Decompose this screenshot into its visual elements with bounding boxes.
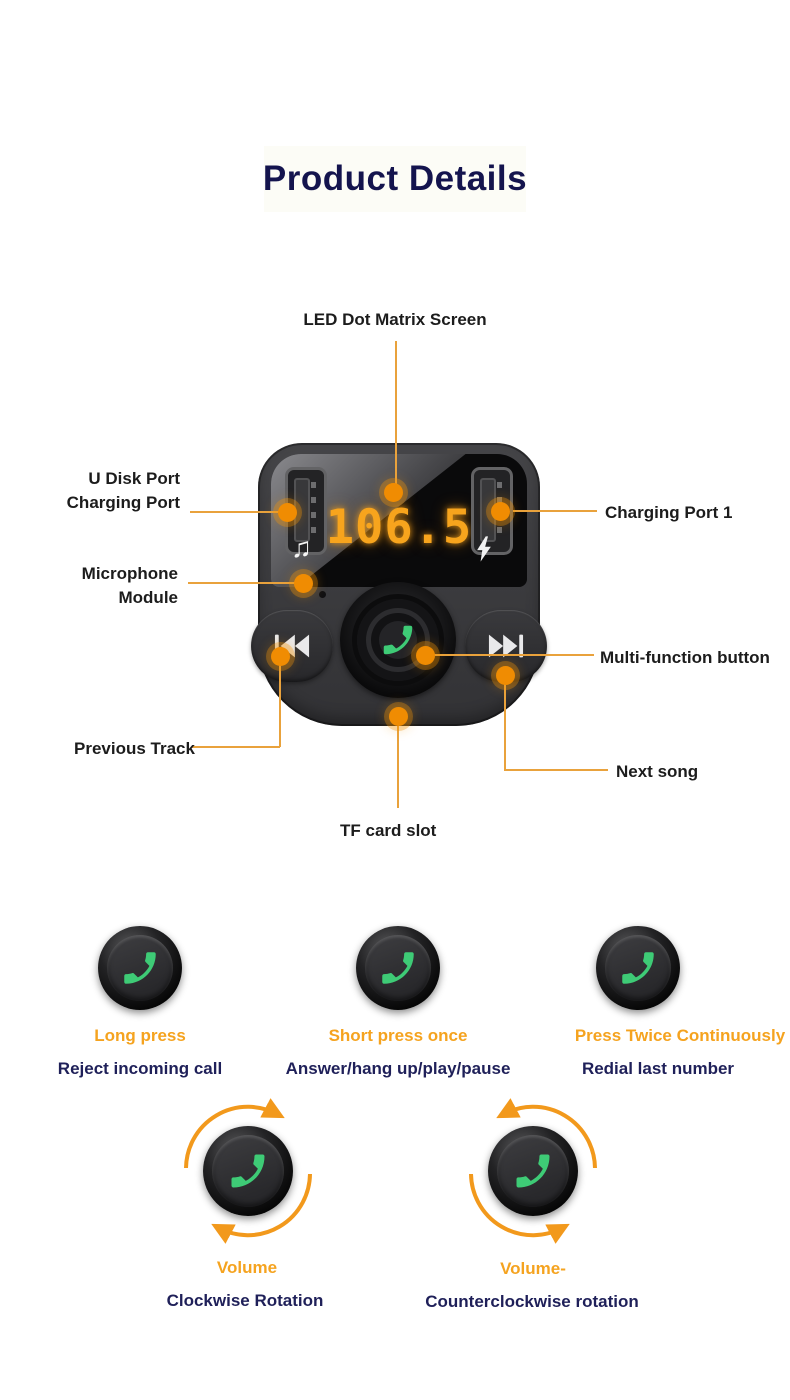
lightning-icon [477,536,491,562]
clockwise-arrows-icon [184,1098,312,1244]
callout-dot-led-screen [384,483,403,502]
guide-action-label: Long press [94,1026,186,1045]
callout-dot-previous-track [271,647,290,666]
phone-icon [382,952,414,984]
microphone-hole [319,591,326,598]
callout-line-led [395,341,397,492]
callout-label-next-song: Next song [616,762,699,781]
callout-dot-next-song [496,666,515,685]
guide-button-press-twice [596,926,680,1010]
callout-label-multi-function: Multi-function button [600,648,770,667]
multi-function-knob [340,582,456,698]
music-note-icon: ♫ [291,532,312,563]
callout-line-charging-port-1 [506,510,597,512]
next-track-icon [488,634,524,658]
guide-action-label: Press Twice Continuously [574,1026,786,1045]
guide-button-volume-up [203,1126,293,1216]
phone-icon [516,1154,550,1188]
callout-dot-tf-card [389,707,408,726]
callout-line-u-disk [190,511,280,513]
callout-line-microphone [188,582,296,584]
phone-icon [231,1154,265,1188]
guide-result-label: Counterclockwise rotation [425,1292,639,1311]
guide-result-label: Clockwise Rotation [166,1291,324,1310]
phone-icon [124,952,156,984]
guide-result-label: Redial last number [581,1059,735,1078]
callout-label-microphone: Microphone Module [81,564,178,607]
guide-button-short-press [356,926,440,1010]
callout-label-charging-port-1: Charging Port 1 [605,503,733,522]
guide-button-volume-down [488,1126,578,1216]
fm-transmitter-device: 106.5 ♫ [251,443,547,726]
callout-line-tf-card [397,726,399,808]
callout-label-previous-track: Previous Track [74,739,195,758]
guide-action-label: Volume [216,1258,278,1277]
guide-result-label: Answer/hang up/play/pause [285,1059,511,1078]
page-title: Product Details [262,159,528,198]
callout-dot-multi-function [416,646,435,665]
guide-action-label: Short press once [328,1026,468,1045]
guide-action-label: Volume- [500,1259,566,1278]
fm-frequency-display: 106.5 [325,500,473,555]
callout-label-u-disk: U Disk Port Charging Port [66,469,180,512]
callout-line-previous-track-v [279,663,281,747]
phone-icon [383,625,413,655]
callout-label-led: LED Dot Matrix Screen [303,310,487,329]
callout-line-next-song-h [504,769,608,771]
phone-icon [622,952,654,984]
previous-track-button [251,610,333,682]
guide-result-label: Reject incoming call [57,1059,223,1078]
callout-line-previous-track-h [192,746,280,748]
callout-line-multi-function [431,654,594,656]
callout-dot-charging-port-1 [491,502,510,521]
callout-dot-microphone [294,574,313,593]
title-background [264,146,526,212]
counterclockwise-arrows-icon [469,1098,597,1244]
guide-button-long-press [98,926,182,1010]
callout-dot-u-disk-port [278,503,297,522]
callout-line-next-song-v [504,682,506,771]
callout-label-tf-card: TF card slot [340,821,437,840]
